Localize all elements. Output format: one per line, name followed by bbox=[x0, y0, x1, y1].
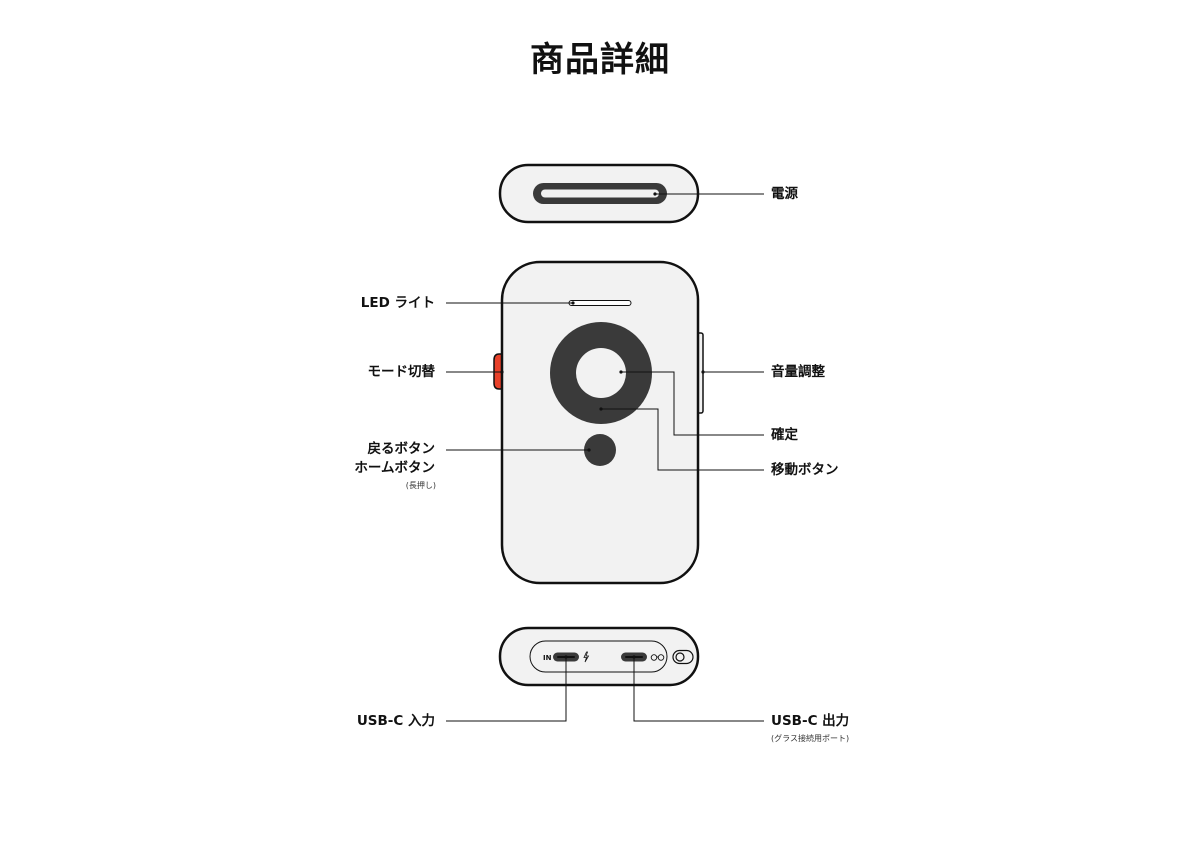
dot-move bbox=[599, 407, 603, 411]
dot-usb-in bbox=[564, 655, 568, 659]
lanyard-hole bbox=[675, 652, 685, 662]
callout-lines bbox=[446, 193, 764, 722]
label-long-press: (長押し) bbox=[405, 481, 436, 490]
lightning-icon bbox=[583, 651, 590, 663]
dot-confirm bbox=[619, 370, 623, 374]
label-usb-in: USB-C 入力 bbox=[356, 713, 435, 729]
led-light bbox=[568, 300, 632, 306]
dot-volume bbox=[701, 370, 705, 374]
dot-usb-out bbox=[632, 655, 636, 659]
callout-confirm bbox=[621, 371, 764, 436]
label-usb-out-note: (グラス接続用ポート) bbox=[771, 734, 850, 743]
port-recess bbox=[529, 640, 668, 673]
callout-dots bbox=[500, 192, 705, 659]
label-usb-out: USB-C 出力 bbox=[771, 713, 850, 729]
label-volume: 音量調整 bbox=[771, 364, 825, 380]
page-title: 商品詳細 bbox=[530, 40, 670, 80]
glasses-icon bbox=[650, 654, 665, 661]
front-view bbox=[493, 260, 704, 585]
confirm-button[interactable] bbox=[576, 348, 626, 398]
callout-usb-in bbox=[446, 657, 567, 722]
callout-move bbox=[601, 408, 764, 471]
power-button-slot bbox=[541, 189, 659, 198]
bottom-view: IN bbox=[498, 626, 700, 687]
dot-back-home bbox=[587, 448, 591, 452]
label-move-button: 移動ボタン bbox=[771, 462, 839, 478]
label-led-light: LED ライト bbox=[360, 295, 435, 311]
label-back-button: 戻るボタン bbox=[367, 441, 436, 457]
dot-mode bbox=[500, 370, 504, 374]
label-confirm: 確定 bbox=[771, 427, 798, 443]
label-home-button: ホームボタン bbox=[354, 460, 435, 476]
port-in-label: IN bbox=[543, 654, 552, 662]
callout-usb-out bbox=[633, 657, 764, 722]
dot-power bbox=[653, 192, 657, 196]
dot-led bbox=[571, 301, 575, 305]
label-power: 電源 bbox=[771, 186, 798, 202]
back-home-button[interactable] bbox=[584, 434, 616, 466]
label-mode-switch: モード切替 bbox=[367, 364, 436, 380]
